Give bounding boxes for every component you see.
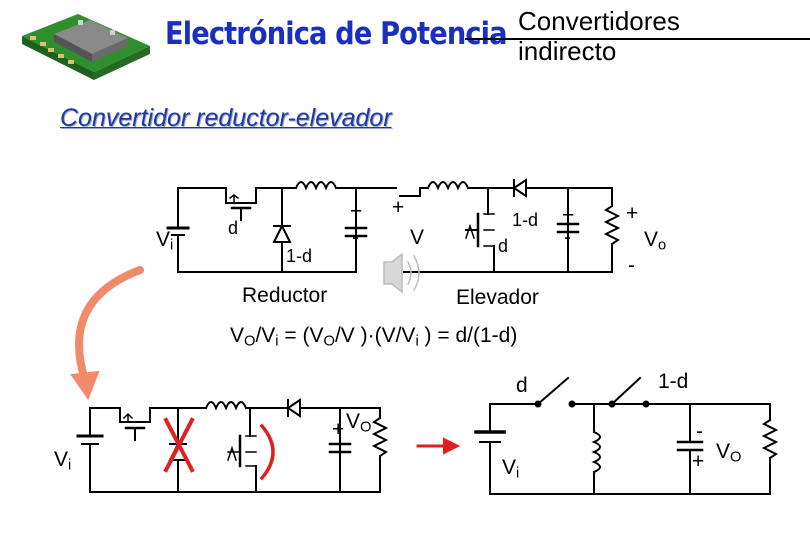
- inductor-elevador: [426, 181, 470, 191]
- inductor-reductor: [294, 181, 338, 191]
- plus-output: +: [626, 202, 639, 225]
- resistor-top: [603, 204, 621, 246]
- vi-label-bottom-right: Vi: [502, 456, 520, 482]
- vi-label-top: Vi: [156, 228, 174, 254]
- brand-title: Electrónica de Potencia: [165, 16, 508, 52]
- bottom-left-circuit: [76, 398, 389, 493]
- curved-arrow: [75, 266, 144, 384]
- inductor-br: [591, 430, 601, 474]
- minus-bottom-left: -: [334, 440, 341, 463]
- minus-bottom-right: -: [696, 420, 703, 443]
- course-title-line-2: indirecto: [518, 36, 617, 66]
- plus-elevador-cap: +: [562, 204, 575, 227]
- elevador-circuit: [399, 178, 621, 273]
- plus-bottom-left: +: [332, 418, 345, 441]
- plus-bottom-right: +: [692, 450, 705, 473]
- vo-label-bottom-left: VO: [346, 410, 372, 436]
- plus-reductor-cap: +: [350, 200, 363, 223]
- diode-elevador: [512, 178, 527, 198]
- vi-label-bottom-left: Vi: [54, 448, 72, 474]
- vo-label-top: Vo: [644, 228, 667, 254]
- slide-title: Convertidor reductor-elevador: [60, 104, 392, 132]
- speaker-icon: [383, 252, 420, 294]
- v-mid-label: V: [410, 226, 425, 249]
- bottom-right-circuit: [474, 376, 779, 495]
- reductor-circuit: [166, 181, 397, 273]
- duty-1md-reductor: 1-d: [286, 246, 313, 266]
- transfer-equation: VO/Vi = (VO/V )·(V/Vi ) = d/(1-d): [230, 324, 518, 350]
- curved-arrow-head: [70, 370, 100, 401]
- duty-d-bottom-right: d: [516, 374, 528, 397]
- course-title: Convertidores indirecto: [518, 6, 680, 66]
- duty-1md-elevador: 1-d: [512, 210, 539, 230]
- reductor-label: Reductor: [242, 284, 328, 307]
- plus-mid-node: +: [392, 196, 405, 219]
- course-title-line-1: Convertidores: [518, 6, 680, 36]
- minus-elevador-cap: -: [564, 226, 571, 249]
- diode-reductor: [272, 223, 292, 243]
- duty-d-elevador: d: [498, 236, 509, 256]
- minus-reductor-cap: -: [352, 226, 359, 249]
- header-rule: [465, 38, 810, 40]
- vo-label-bottom-right: VO: [716, 440, 742, 466]
- elevador-label: Elevador: [456, 286, 539, 309]
- duty-d-reductor: d: [228, 218, 239, 238]
- minus-output: -: [628, 254, 635, 277]
- duty-1md-bottom-right: 1-d: [658, 370, 689, 393]
